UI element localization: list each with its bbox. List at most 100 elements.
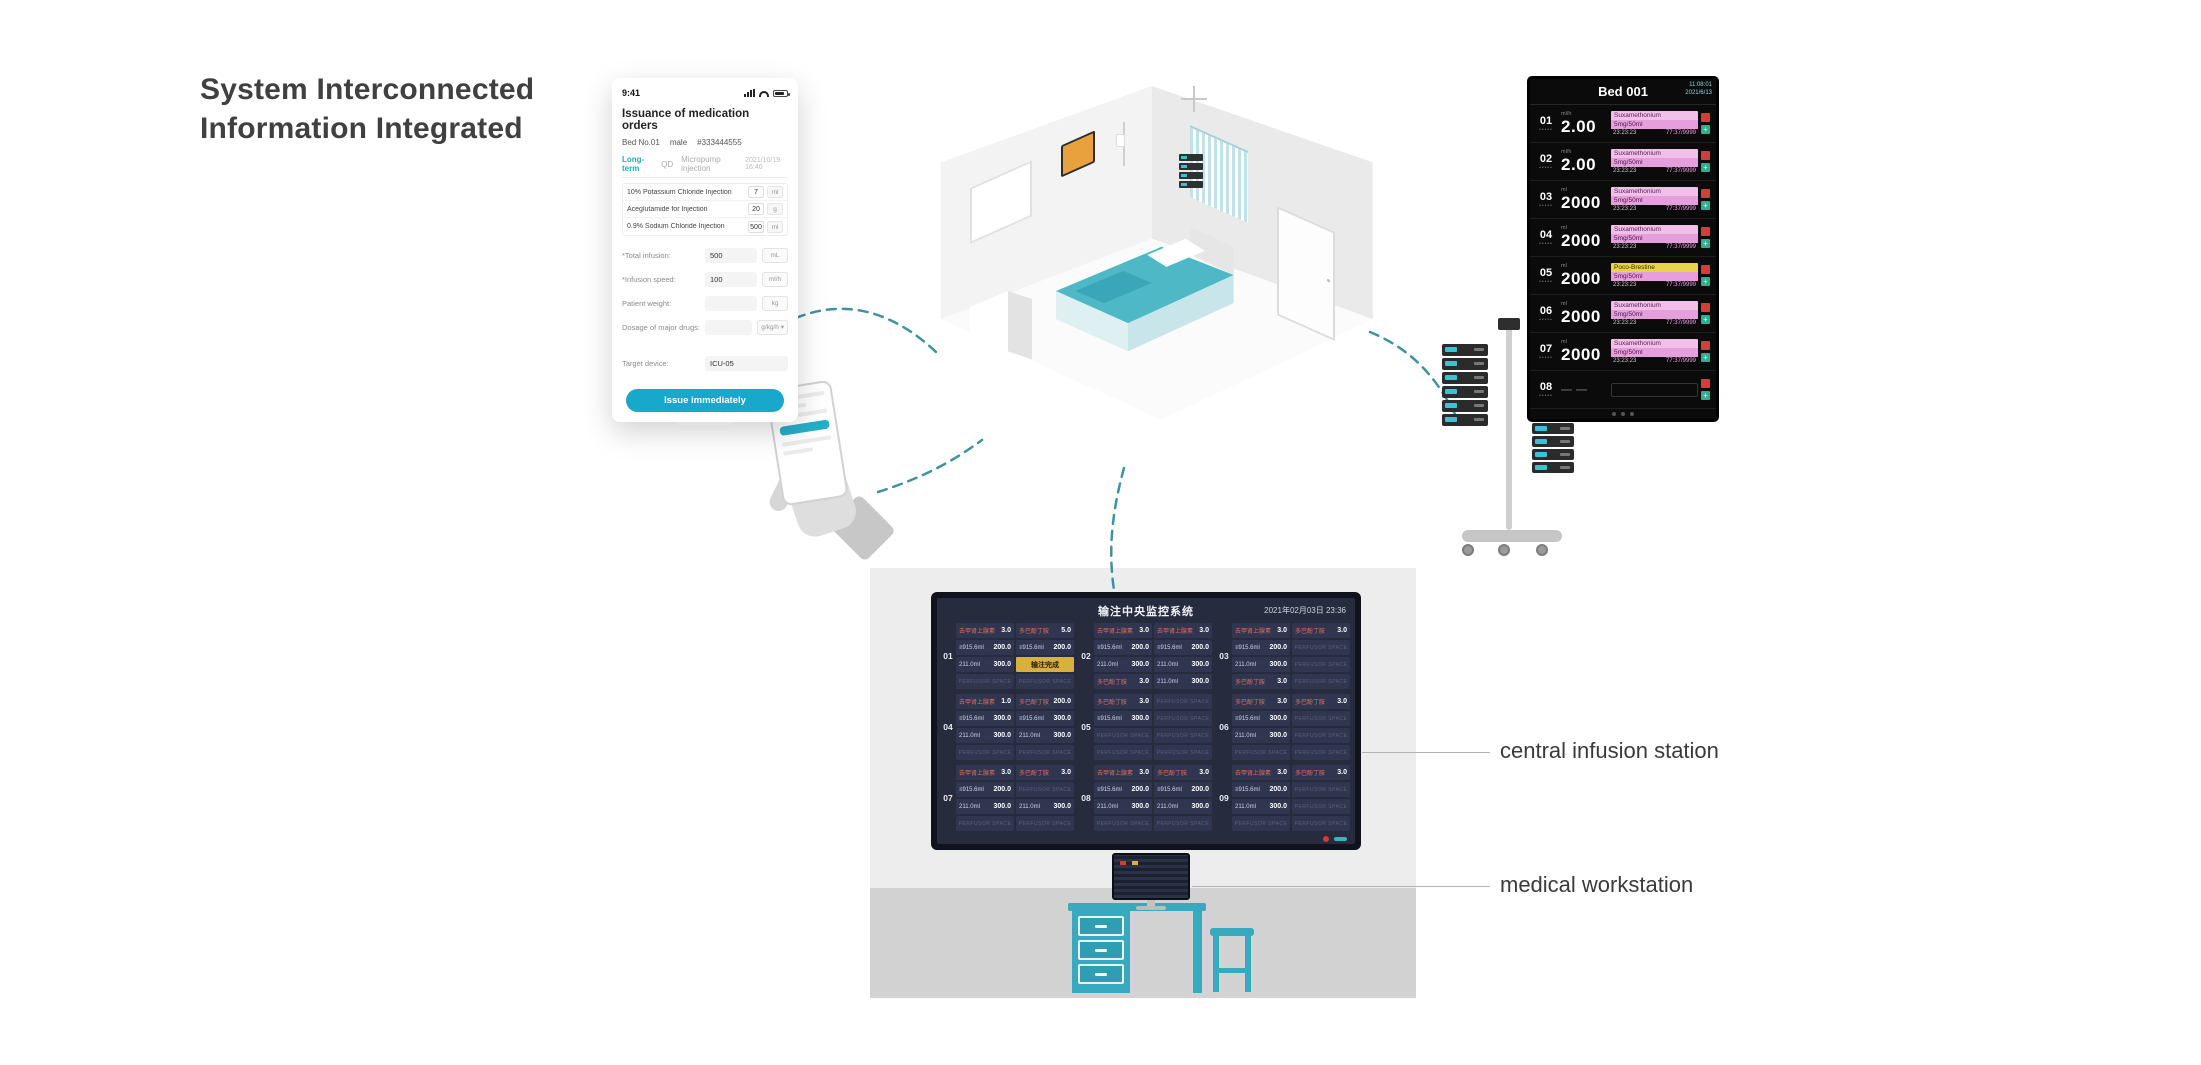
pump-cell-complete[interactable]: 输注完成 (1016, 657, 1074, 672)
cart-top-display (1498, 318, 1520, 330)
add-icon[interactable]: + (1701, 163, 1710, 172)
alarm-icon[interactable] (1701, 113, 1710, 122)
add-icon[interactable]: + (1701, 391, 1710, 400)
field-input[interactable]: ICU-05 (705, 355, 788, 371)
field-unit[interactable]: mL (762, 247, 788, 263)
pump-cell-empty: PERFUSOR SPACE (1292, 674, 1350, 689)
pump-cell-empty: PERFUSOR SPACE (1292, 711, 1350, 726)
add-icon[interactable]: + (1701, 125, 1710, 134)
alarm-icon[interactable] (1701, 227, 1710, 236)
field-input[interactable]: 100 (705, 271, 757, 287)
field-unit[interactable]: kg (762, 295, 788, 311)
alarm-icon[interactable] (1701, 341, 1710, 350)
empty-channel-bar (1611, 382, 1698, 397)
cell-drug-name: 多巴酚丁胺 (1097, 680, 1128, 686)
medication-dose-input[interactable]: 20 (748, 203, 764, 215)
cell-value: 1.0 (1001, 698, 1011, 705)
medication-dose-input[interactable]: 500 (748, 220, 764, 233)
alarm-icon[interactable] (1701, 189, 1710, 198)
add-icon[interactable]: + (1701, 239, 1710, 248)
add-icon[interactable]: + (1701, 277, 1710, 286)
pump-row[interactable]: 08•••••— —+ (1530, 371, 1716, 409)
tab-long-term[interactable]: Long-term (622, 155, 645, 173)
field-input[interactable] (705, 295, 757, 311)
battery-icon (773, 90, 790, 97)
tab-micropump[interactable]: Micropump injection (681, 155, 721, 173)
field-unit[interactable]: g/kg/h ▾ (757, 319, 788, 335)
add-icon[interactable]: + (1701, 315, 1710, 324)
alarm-icon[interactable] (1701, 265, 1710, 274)
alarm-icon[interactable] (1701, 151, 1710, 160)
alarm-icon[interactable] (1701, 379, 1710, 388)
alarm-icon[interactable] (1701, 303, 1710, 312)
add-icon[interactable]: + (1701, 201, 1710, 210)
cell-value: 3.0 (1277, 678, 1287, 685)
field-input[interactable]: 500 (705, 247, 757, 263)
medication-dose-input[interactable]: 7 (748, 186, 764, 198)
field-input[interactable] (705, 319, 753, 335)
field-unit[interactable]: ml/h (762, 271, 788, 287)
tab-qd[interactable]: QD (661, 159, 674, 169)
add-icon[interactable]: + (1701, 353, 1710, 362)
issue-immediately-button[interactable]: Issue immediately (626, 389, 784, 412)
cell-value: 300.0 (1053, 732, 1071, 739)
